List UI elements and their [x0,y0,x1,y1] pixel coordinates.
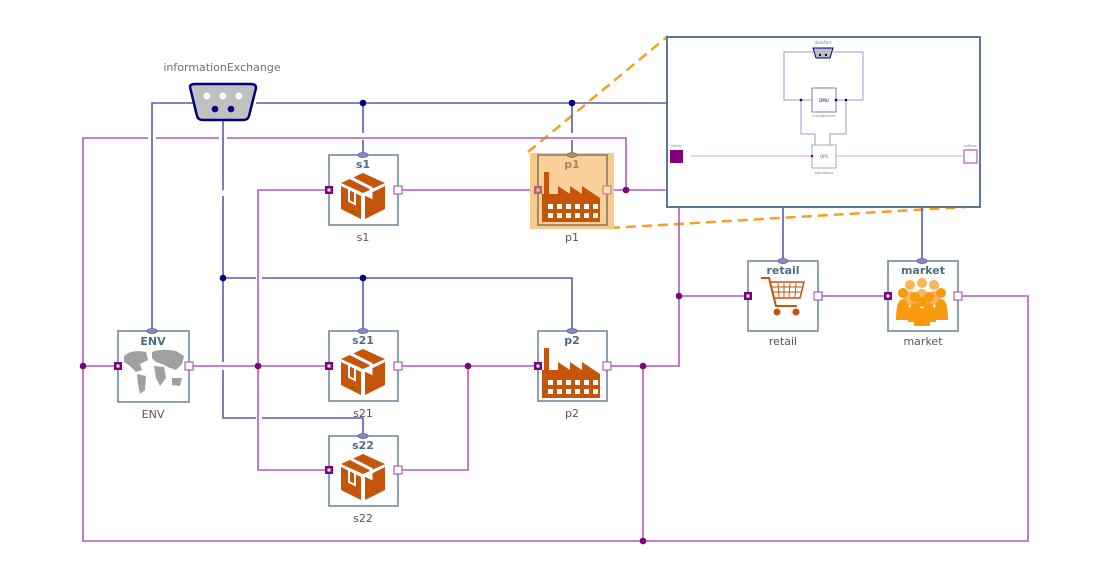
bus-connector-icon [188,82,258,122]
component-title: market [901,264,945,277]
outflow-label: outflow [964,144,977,148]
inset-outflow-port[interactable] [963,149,978,164]
component-caption: p1 [565,231,579,244]
zoom-inset-p1[interactable]: dataPort DMU management OPS operations i… [666,36,981,208]
component-title: s22 [352,439,374,452]
component-retail[interactable]: retail retail [744,258,823,349]
inflow-label: inflow [671,144,682,148]
people-group-icon [896,278,948,326]
management-caption: management [812,114,836,118]
component-caption: ENV [142,408,165,421]
component-caption: s22 [353,512,373,525]
outflow-port[interactable] [184,361,194,371]
outflow-port[interactable] [602,185,612,195]
component-market[interactable]: market market [884,258,963,349]
data-junctions [219,99,576,282]
data-connections [151,102,923,434]
bus-label: informationExchange [163,61,280,74]
component-title: retail [766,264,799,277]
component-s21[interactable]: s21 s21 [325,328,403,421]
outflow-port[interactable] [602,361,612,371]
component-s1[interactable]: s1 s1 [325,152,403,245]
outflow-port[interactable] [393,185,403,195]
flow-junctions [79,186,683,545]
component-caption: p2 [565,407,579,420]
management-title: DMU [819,98,829,103]
zoom-indicator-lines [527,35,966,230]
component-caption: market [903,335,943,348]
component-env[interactable]: ENV ENV [114,328,194,422]
world-map-icon [124,349,184,394]
outflow-port[interactable] [953,291,963,301]
operations-caption: operations [815,171,834,175]
inset-data-port-icon [812,47,834,59]
data-port-label: dataPort [815,40,832,45]
component-title: ENV [140,335,166,348]
component-p1[interactable]: p1 p1 [530,152,614,245]
outflow-port[interactable] [393,361,403,371]
inset-inflow-port[interactable] [670,150,683,163]
inset-operations-block[interactable]: OPS operations [810,144,837,175]
outflow-port[interactable] [813,291,823,301]
shopping-cart-icon [761,277,805,316]
component-title: s21 [352,334,374,347]
component-title: p2 [564,334,580,347]
operations-title: OPS [820,154,829,159]
component-title: p1 [564,158,580,171]
outflow-port[interactable] [393,465,403,475]
inset-data-lines [783,51,864,146]
component-s22[interactable]: s22 s22 [325,433,403,526]
information-exchange-bus[interactable]: informationExchange [163,61,281,122]
inset-management-block[interactable]: DMU management [799,87,848,118]
component-caption: retail [769,335,797,348]
component-caption: s21 [353,407,373,420]
component-caption: s1 [357,231,370,244]
component-p2[interactable]: p2 p2 [534,328,612,421]
component-title: s1 [356,158,370,171]
